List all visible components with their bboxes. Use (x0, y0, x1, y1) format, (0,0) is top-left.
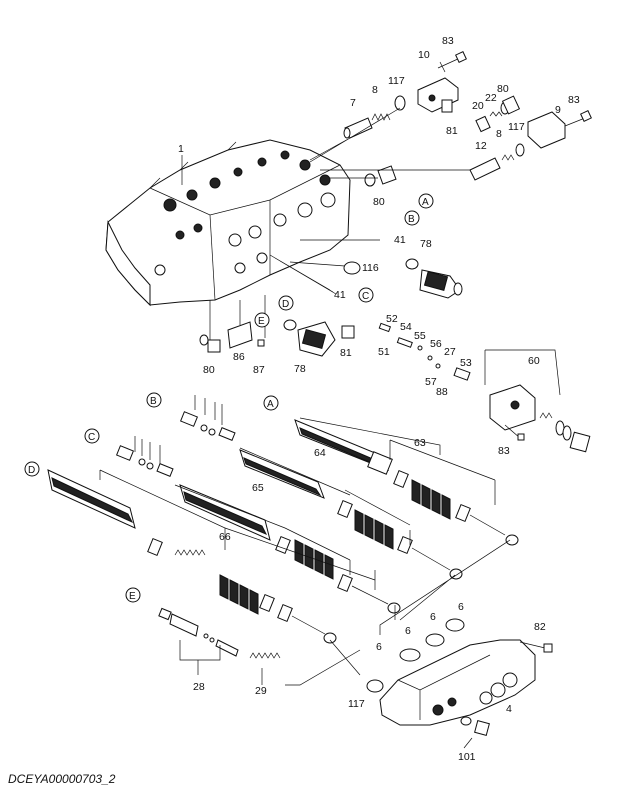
callout-54: 54 (400, 321, 412, 333)
callout-55: 55 (414, 330, 426, 342)
svg-text:E: E (129, 591, 136, 602)
callout-22: 22 (485, 92, 497, 104)
marker-c-spool: C (84, 428, 100, 444)
callout-78: 78 (420, 238, 432, 250)
callout-80: 80 (373, 196, 385, 208)
callout-41: 41 (334, 289, 346, 301)
marker-a-spool: A (263, 395, 279, 411)
callout-labels: 1 4 6 6 6 6 7 8 8 9 10 12 20 22 27 28 29… (178, 35, 580, 763)
callout-12: 12 (475, 140, 487, 152)
callout-6: 6 (405, 625, 411, 637)
callout-83: 83 (498, 445, 510, 457)
callout-116: 116 (362, 262, 379, 274)
callout-86: 86 (233, 351, 245, 363)
callout-81: 81 (340, 347, 352, 359)
callout-82: 82 (534, 621, 546, 633)
upper-right-parts (309, 51, 592, 187)
svg-text:B: B (408, 214, 415, 225)
circle-markers: A B C D E B A C D E (24, 193, 434, 603)
callout-53: 53 (460, 357, 472, 369)
main-valve-body (105, 139, 351, 307)
marker-d-spool: D (24, 461, 40, 477)
callout-80: 80 (497, 83, 509, 95)
marker-b-top: B (404, 210, 420, 226)
e-assembly (158, 607, 281, 685)
svg-text:C: C (88, 432, 95, 443)
callout-60: 60 (528, 355, 540, 367)
callout-87: 87 (253, 364, 265, 376)
callout-117: 117 (508, 121, 525, 133)
callout-83: 83 (442, 35, 454, 47)
callout-83: 83 (568, 94, 580, 106)
lower-body-parts (199, 295, 355, 357)
callout-8: 8 (372, 84, 378, 96)
callout-63: 63 (414, 437, 426, 449)
marker-b-spool: B (146, 392, 162, 408)
callout-56: 56 (430, 338, 442, 350)
callout-78: 78 (294, 363, 306, 375)
figure-code-caption: DCEYA00000703_2 (8, 772, 116, 786)
marker-e-spool: E (125, 587, 141, 603)
svg-text:B: B (150, 396, 157, 407)
callout-41: 41 (394, 234, 406, 246)
callout-6: 6 (458, 601, 464, 613)
right-middle-parts (269, 239, 463, 299)
callout-57: 57 (425, 376, 437, 388)
callout-65: 65 (252, 482, 264, 494)
marker-d-top: D (278, 295, 294, 311)
callout-9: 9 (555, 104, 561, 116)
marker-a-top: A (418, 193, 434, 209)
callout-64: 64 (314, 447, 326, 459)
callout-51: 51 (378, 346, 390, 358)
callout-66: 66 (219, 531, 231, 543)
callout-117: 117 (388, 75, 405, 87)
callout-8: 8 (496, 128, 502, 140)
callout-1: 1 (178, 143, 184, 155)
lower-housing (285, 539, 553, 736)
callout-6: 6 (430, 611, 436, 623)
callout-27: 27 (444, 346, 456, 358)
svg-text:C: C (362, 291, 369, 302)
callout-28: 28 (193, 681, 205, 693)
marker-e-top: E (254, 312, 270, 328)
callout-6: 6 (376, 641, 382, 653)
marker-c-top: C (358, 287, 374, 303)
callout-81: 81 (446, 125, 458, 137)
svg-text:D: D (28, 465, 35, 476)
callout-117: 117 (348, 698, 365, 710)
callout-29: 29 (255, 685, 267, 697)
callout-4: 4 (506, 703, 512, 715)
svg-text:A: A (267, 399, 274, 410)
callout-88: 88 (436, 386, 448, 398)
callout-52: 52 (386, 313, 398, 325)
far-right-parts (378, 322, 591, 453)
spool-assemblies (47, 395, 519, 644)
callout-7: 7 (350, 97, 356, 109)
svg-text:A: A (422, 197, 429, 208)
svg-text:D: D (282, 299, 289, 310)
callout-101: 101 (458, 751, 476, 763)
svg-text:E: E (258, 316, 265, 327)
callout-20: 20 (472, 100, 484, 112)
callout-10: 10 (418, 49, 430, 61)
callout-80: 80 (203, 364, 215, 376)
